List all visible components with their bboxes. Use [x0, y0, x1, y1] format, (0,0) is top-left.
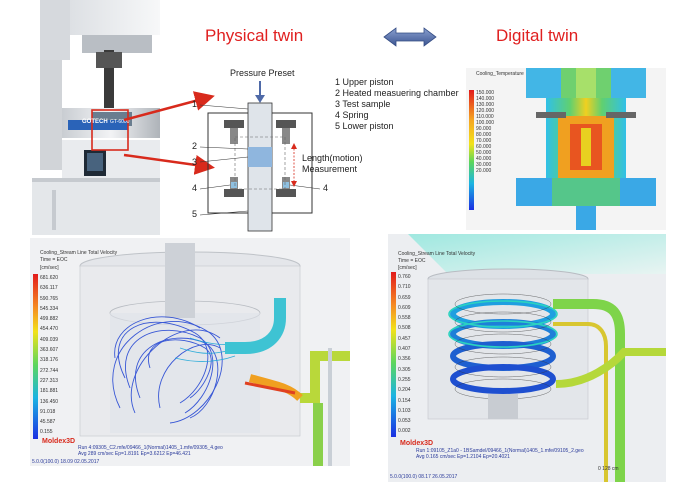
- callout-4-left: 4: [192, 183, 198, 193]
- callout-1: 1: [192, 99, 198, 109]
- legend-value: 499.882: [40, 316, 59, 323]
- digital-twin-title: Digital twin: [496, 26, 579, 45]
- legend-value: 181.881: [40, 388, 59, 395]
- legend-value: 130.000: [476, 102, 495, 108]
- callout-3: 3: [192, 157, 198, 167]
- callout-5: 5: [192, 209, 198, 219]
- legend-value: 0.407: [398, 346, 411, 353]
- right-sim-footer: Run 1:09105_Z1a0 - 1BSamdel/09466_1(Norm…: [416, 448, 584, 454]
- legend-value: 590.765: [40, 295, 59, 302]
- legend-value: 70.000: [476, 138, 492, 144]
- legend-value: 0.103: [398, 407, 411, 414]
- legend-value: 50.000: [476, 150, 492, 156]
- legend-value: 136.450: [40, 398, 59, 405]
- measurement-label: Measurement: [302, 164, 358, 174]
- right-sim-scale: 0 128 cm: [598, 466, 619, 472]
- length-label: Length(motion): [302, 153, 363, 163]
- right-sim-header-1: Cooling_Stream Line Total Velocity: [398, 251, 476, 257]
- legend-value: 272.744: [40, 367, 59, 374]
- legend-value: 363.607: [40, 347, 59, 354]
- legend-value: 0.609: [398, 304, 411, 311]
- legend-value: 150.000: [476, 90, 495, 96]
- legend-value: 0.204: [398, 387, 411, 394]
- legend-value: 0.710: [398, 284, 411, 291]
- legend-value: 636.117: [40, 285, 58, 292]
- legend-value: 140.000: [476, 96, 495, 102]
- top-sim-legend: 150.000 140.000 130.000 120.000 110.000 …: [476, 90, 494, 174]
- legend-value: 100.000: [476, 120, 495, 126]
- left-sim-legend: 681.620 636.117 590.765 545.334 499.882 …: [40, 273, 58, 438]
- left-sim-footer: Run 4:09305_C2.mfe/09466_1(Normal)1405_1…: [78, 445, 223, 451]
- legend-item: 3 Test sample: [335, 99, 391, 109]
- legend-value: 227.313: [40, 377, 59, 384]
- temperature-simulation-view: Cooling_Temperature 150.000 140.000 130.…: [466, 68, 666, 230]
- legend-value: 45.587: [40, 419, 56, 426]
- right-sim-header-2: Time = EOC: [398, 258, 426, 264]
- left-sim-header-1: Cooling_Stream Line Total Velocity: [40, 250, 118, 256]
- legend-value: 0.053: [398, 418, 411, 425]
- stream-line-velocity-view-left: Cooling_Stream Line Total Velocity Time …: [30, 238, 350, 466]
- legend-value: 681.620: [40, 275, 59, 281]
- legend-item: 2 Heated measuering chamber: [335, 88, 459, 98]
- legend-value: 0.356: [398, 356, 411, 363]
- left-sim-unit: [cm/sec]: [40, 265, 59, 271]
- legend-value: 454.470: [40, 326, 59, 333]
- legend-value: 110.000: [476, 114, 494, 120]
- legend-value: 0.457: [398, 335, 411, 342]
- legend-value: 409.039: [40, 336, 59, 343]
- machine-brand-label: GOTECH: [82, 119, 108, 125]
- left-sim-header-2: Time = EOC: [40, 257, 68, 263]
- physical-twin-title: Physical twin: [205, 26, 304, 45]
- legend-value: 60.000: [476, 144, 492, 150]
- legend-item: 5 Lower piston: [335, 121, 394, 131]
- legend-value: 91.018: [40, 408, 56, 415]
- legend-value: 318.176: [40, 357, 59, 364]
- right-sim-date: 5.0.0(100.0) 08.17 26.05.2017: [390, 474, 458, 480]
- callout-4-right: 4: [323, 183, 329, 193]
- right-sim-unit: [cm/sec]: [398, 265, 417, 271]
- double-arrow-icon: [383, 27, 437, 47]
- legend-value: 80.000: [476, 132, 492, 138]
- legend-value: 20.000: [476, 168, 492, 174]
- pressure-preset-label: Pressure Preset: [230, 68, 295, 78]
- legend-value: 0.155: [40, 429, 53, 436]
- legend-value: 0.154: [398, 397, 411, 404]
- legend-value: 0.255: [398, 376, 411, 383]
- moldex-logo-left: Moldex3D: [42, 438, 76, 445]
- legend-value: 120.000: [476, 108, 495, 114]
- measuring-chamber-schematic: Pressure Preset 1: [190, 65, 470, 235]
- top-sim-header: Cooling_Temperature: [476, 71, 524, 77]
- legend-value: 0.508: [398, 325, 411, 332]
- legend-value: 0.558: [398, 315, 411, 322]
- right-sim-footer-2: Avg 0.165 cm/sec Ep=1.2104 Ep=20.4021: [416, 454, 510, 460]
- red-pointer-arrows: [123, 91, 215, 175]
- schematic-legend: 1 Upper piston 2 Heated measuering chamb…: [335, 77, 459, 132]
- legend-value: 30.000: [476, 162, 492, 168]
- rheometer-machine-photo: GOTECH GT-6000: [22, 0, 172, 235]
- left-sim-date: 5.0.0(100.0) 18.09 02.05.2017: [32, 459, 100, 465]
- machine-model-label: GT-6000: [110, 119, 130, 125]
- legend-item: 1 Upper piston: [335, 77, 394, 87]
- legend-value: 90.000: [476, 126, 492, 132]
- legend-item: 4 Spring: [335, 110, 369, 120]
- legend-value: 545.334: [40, 305, 59, 312]
- legend-value: 0.305: [398, 366, 411, 373]
- legend-value: 0.760: [398, 274, 411, 280]
- callout-2: 2: [192, 141, 198, 151]
- right-sim-legend: 0.760 0.710 0.659 0.609 0.558 0.508 0.45…: [398, 272, 411, 437]
- legend-value: 40.000: [476, 156, 492, 162]
- moldex-logo-right: Moldex3D: [400, 440, 434, 447]
- left-sim-footer-2: Avg 289 cm/sec Ep=1.8191 Ep=3.6212 Ep=46…: [78, 451, 191, 457]
- legend-value: 0.002: [398, 428, 411, 435]
- legend-value: 0.659: [398, 294, 411, 301]
- stream-line-velocity-view-right: Cooling_Stream Line Total Velocity Time …: [388, 234, 666, 482]
